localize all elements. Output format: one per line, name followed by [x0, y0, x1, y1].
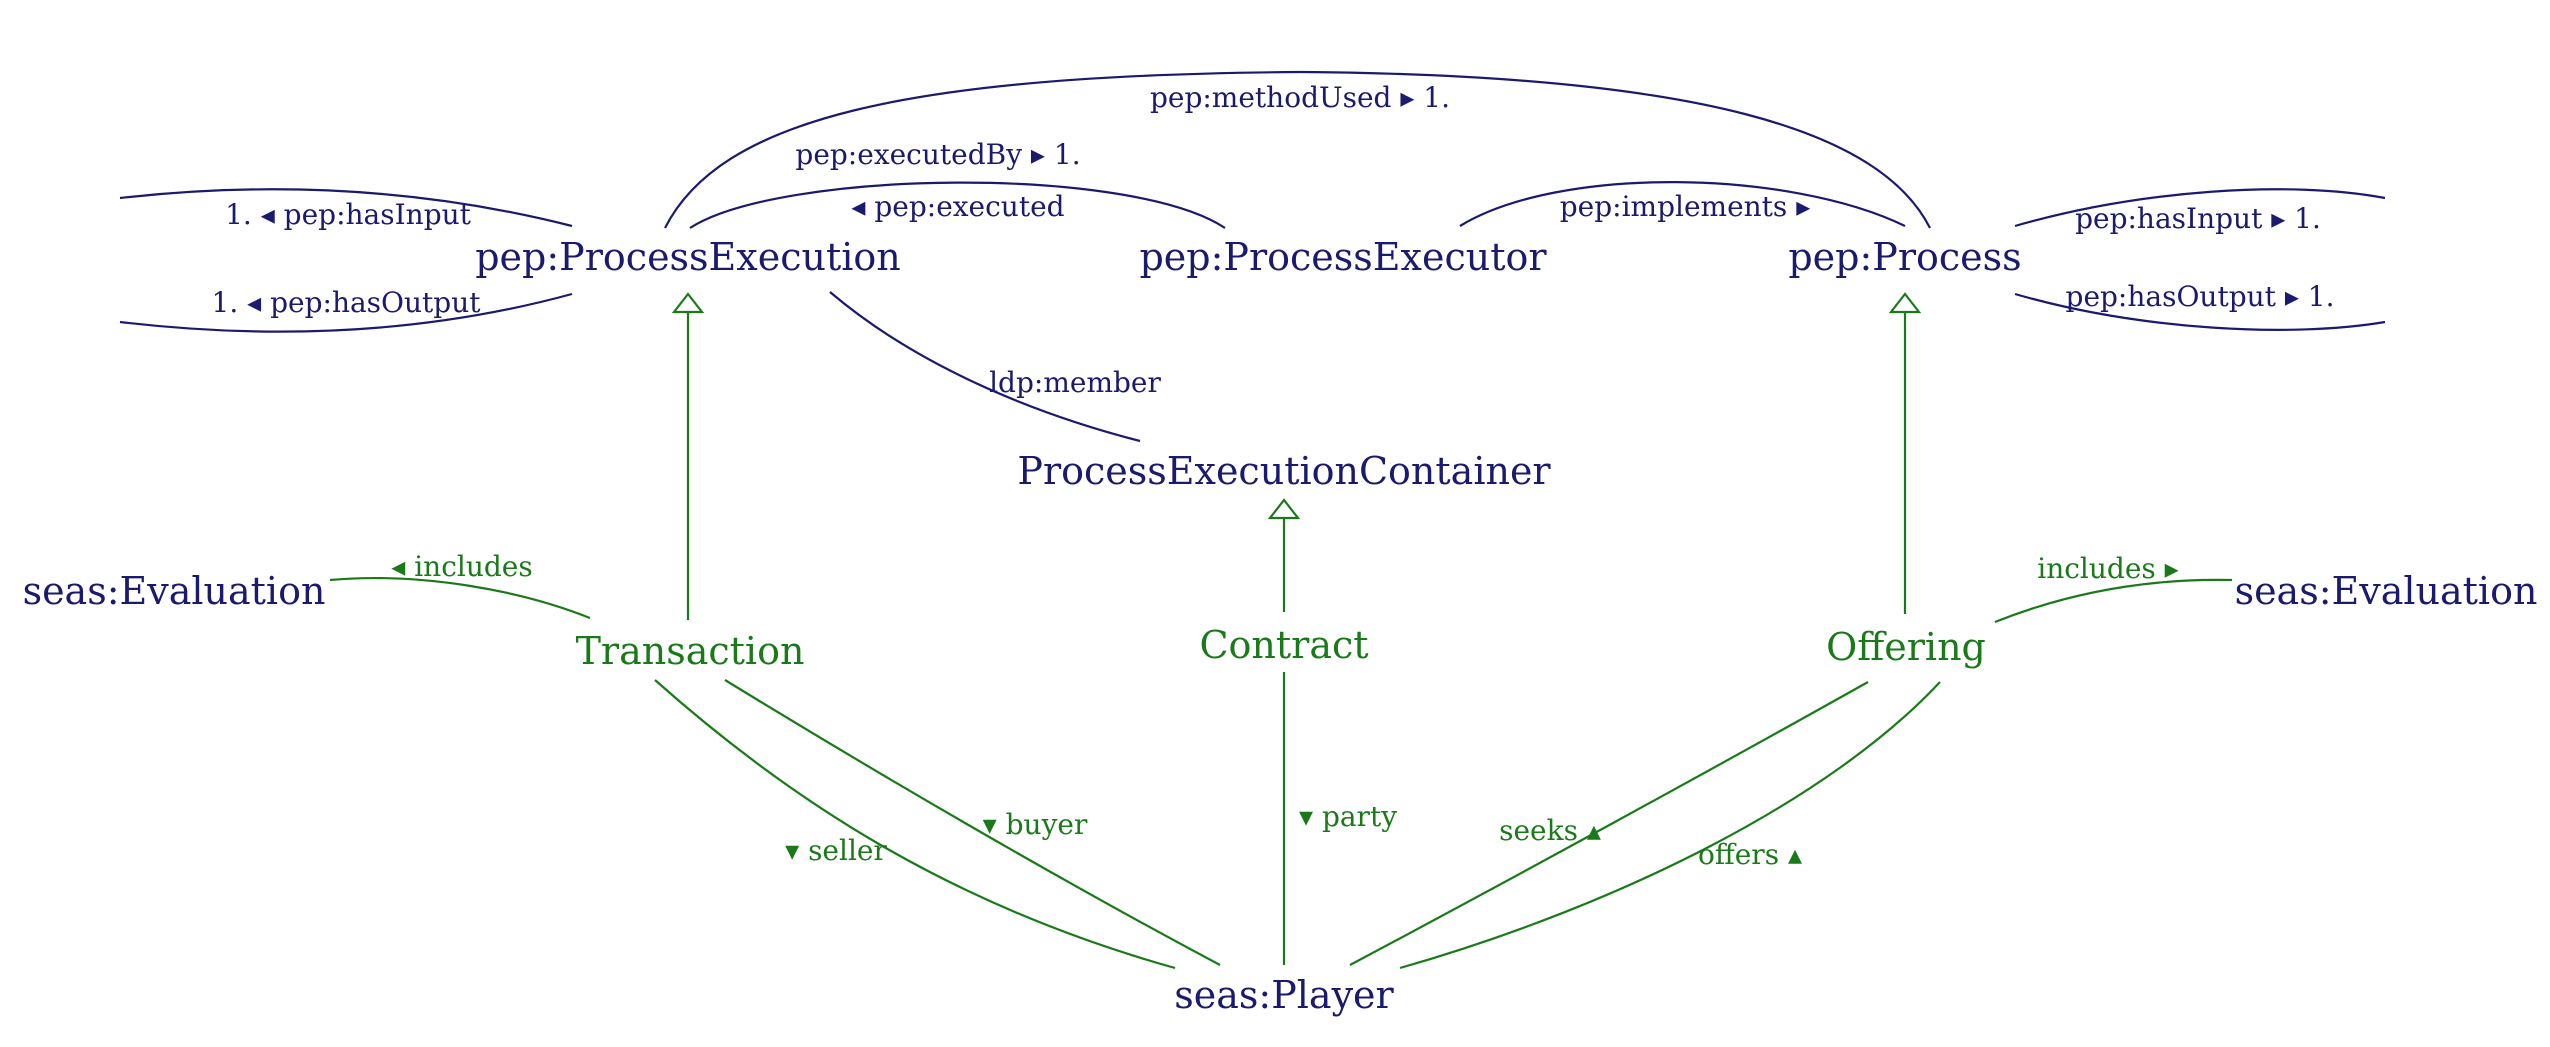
includes-left-edge — [329, 577, 591, 620]
label-party: ▾ party — [1299, 800, 1397, 833]
label-executed-by: pep:executedBy ▸ 1. — [795, 138, 1080, 171]
node-transaction: Transaction — [576, 629, 805, 673]
label-includes-right: includes ▸ — [2037, 552, 2178, 585]
seeks-edge — [1349, 681, 1869, 966]
label-implements: pep:implements ▸ — [1560, 190, 1811, 223]
p-has-input-edge — [2014, 188, 2386, 228]
node-player: seas:Player — [1174, 973, 1394, 1017]
node-process-executor: pep:ProcessExecutor — [1139, 235, 1547, 279]
ldp-member-edge — [829, 291, 1141, 443]
label-pe-has-output: 1. ◂ pep:hasOutput — [212, 286, 482, 319]
label-ldp-member: ldp:member — [989, 366, 1161, 399]
label-pe-has-input: 1. ◂ pep:hasInput — [225, 198, 472, 231]
label-buyer: ▾ buyer — [983, 808, 1088, 841]
label-p-has-input: pep:hasInput ▸ 1. — [2075, 202, 2321, 235]
contract-subclass-arrowhead — [1267, 498, 1301, 520]
seller-edge — [654, 679, 1176, 970]
offering-subclass-arrowhead — [1888, 292, 1922, 314]
label-p-has-output: pep:hasOutput ▸ 1. — [2066, 280, 2335, 313]
node-evaluation-right: seas:Evaluation — [2235, 569, 2538, 613]
implements-edge — [1459, 181, 1906, 227]
includes-right-edge — [1994, 578, 2233, 624]
label-seeks: seeks ▴ — [1499, 814, 1601, 847]
label-includes-left: ◂ includes — [391, 550, 532, 583]
pe-has-input-edge — [119, 188, 573, 228]
label-method-used: pep:methodUsed ▸ 1. — [1150, 81, 1450, 114]
node-process-execution: pep:ProcessExecution — [475, 235, 901, 279]
node-evaluation-left: seas:Evaluation — [23, 569, 326, 613]
transaction-subclass-arrowhead — [671, 292, 705, 314]
node-process: pep:Process — [1788, 235, 2021, 279]
executed-by-edge — [689, 181, 1226, 229]
node-process-execution-container: ProcessExecutionContainer — [1017, 449, 1551, 493]
label-executed: ◂ pep:executed — [851, 190, 1064, 223]
label-offers: offers ▴ — [1698, 838, 1802, 871]
p-has-output-edge — [2014, 292, 2386, 331]
node-offering: Offering — [1826, 625, 1986, 669]
node-contract: Contract — [1199, 623, 1368, 667]
label-seller: ▾ seller — [785, 834, 887, 867]
method-used-edge — [664, 70, 1931, 229]
pe-has-output-edge — [119, 292, 573, 333]
buyer-edge — [724, 679, 1221, 966]
offers-edge — [1399, 681, 1941, 970]
